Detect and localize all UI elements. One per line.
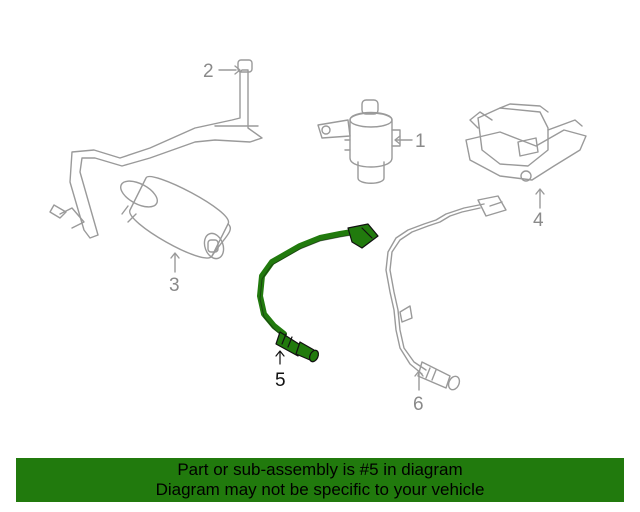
callout-leaders <box>170 65 545 391</box>
banner-line-1: Part or sub-assembly is #5 in diagram <box>177 460 463 479</box>
info-banner: Part or sub-assembly is #5 in diagram Di… <box>16 458 624 502</box>
callout-3: 3 <box>169 275 180 296</box>
callout-2: 2 <box>203 61 214 82</box>
part-6-oxygen-sensor[interactable] <box>385 195 507 391</box>
part-1-solenoid-valve[interactable] <box>317 99 401 184</box>
banner-line-2: Diagram may not be specific to your vehi… <box>155 480 485 499</box>
part-4-pump-module[interactable] <box>465 103 587 182</box>
callout-4: 4 <box>533 210 544 231</box>
callout-6: 6 <box>413 394 424 415</box>
callout-5: 5 <box>275 370 286 391</box>
part-2-vent-pipe[interactable] <box>49 59 263 239</box>
part-3-canister[interactable] <box>117 175 231 262</box>
callout-1: 1 <box>415 131 426 152</box>
part-5-oxygen-sensor-highlighted[interactable] <box>257 223 379 365</box>
